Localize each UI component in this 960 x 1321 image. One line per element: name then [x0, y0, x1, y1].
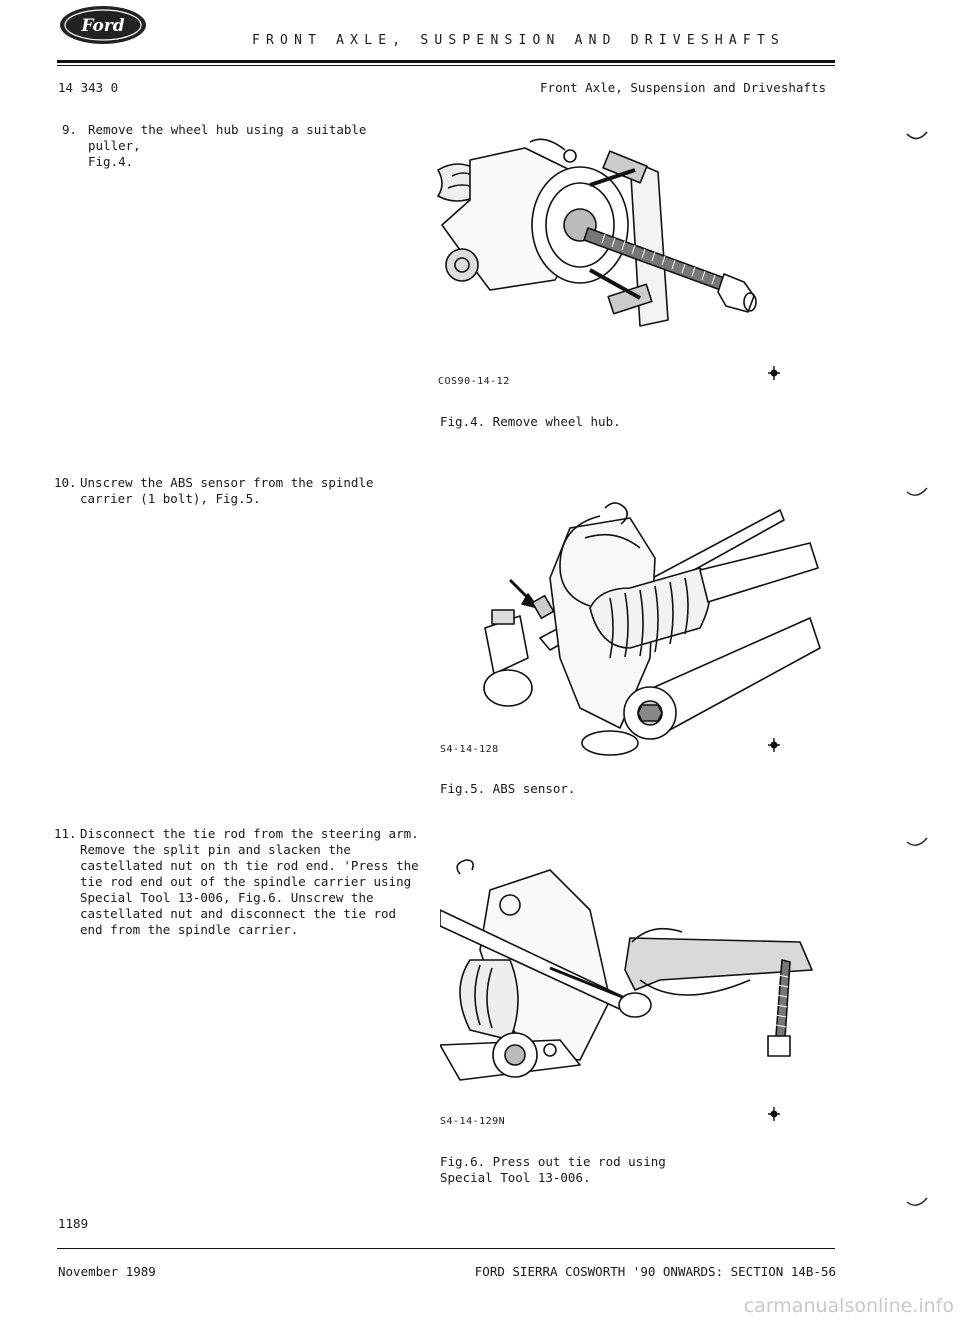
figure-6-caption: Fig.6. Press out tie rod using Special T…	[440, 1154, 666, 1185]
step-number: 11.	[54, 826, 77, 841]
figure-6-reference: S4-14-129N	[440, 1116, 506, 1127]
footer-rule	[57, 1248, 835, 1249]
ford-logo-icon: Ford	[60, 6, 146, 44]
figure-5-illustration	[483, 502, 821, 756]
figure-6-illustration	[440, 859, 813, 1081]
step-number: 10.	[54, 475, 77, 490]
watermark-text: carmanualsonline.info	[743, 1295, 954, 1317]
step-number: 9.	[62, 122, 78, 137]
header-rule-thick	[57, 60, 835, 63]
ford-logo-wordmark: Ford	[80, 16, 124, 36]
running-title: FRONT AXLE, SUSPENSION AND DRIVESHAFTS	[252, 33, 786, 48]
registration-mark-icon	[768, 1107, 780, 1121]
figure-4-reference: COS90-14-12	[438, 376, 510, 387]
step-text: Remove the wheel hub using a suitable pu…	[88, 122, 367, 169]
section-title: Front Axle, Suspension and Driveshafts	[540, 80, 826, 95]
figure-4-illustration	[437, 138, 757, 327]
registration-mark-icon	[768, 366, 780, 380]
step-text: Unscrew the ABS sensor from the spindle …	[80, 475, 374, 506]
step-text: Disconnect the tie rod from the steering…	[80, 826, 419, 937]
section-number: 14 343 0	[58, 80, 119, 95]
footer-date: November 1989	[58, 1264, 156, 1279]
check-tick-icon	[906, 1197, 928, 1206]
page-code: 1189	[58, 1216, 89, 1231]
figure-4-caption: Fig.4. Remove wheel hub.	[440, 414, 621, 429]
check-tick-icon	[906, 837, 928, 846]
check-tick-icon	[906, 487, 928, 496]
figure-5-caption: Fig.5. ABS sensor.	[440, 781, 576, 796]
header-rule-thin	[57, 65, 835, 66]
figure-5-reference: S4-14-128	[440, 744, 499, 755]
footer-publication: FORD SIERRA COSWORTH '90 ONWARDS: SECTIO…	[474, 1264, 836, 1279]
registration-mark-icon	[768, 738, 780, 752]
check-tick-icon	[906, 131, 928, 140]
